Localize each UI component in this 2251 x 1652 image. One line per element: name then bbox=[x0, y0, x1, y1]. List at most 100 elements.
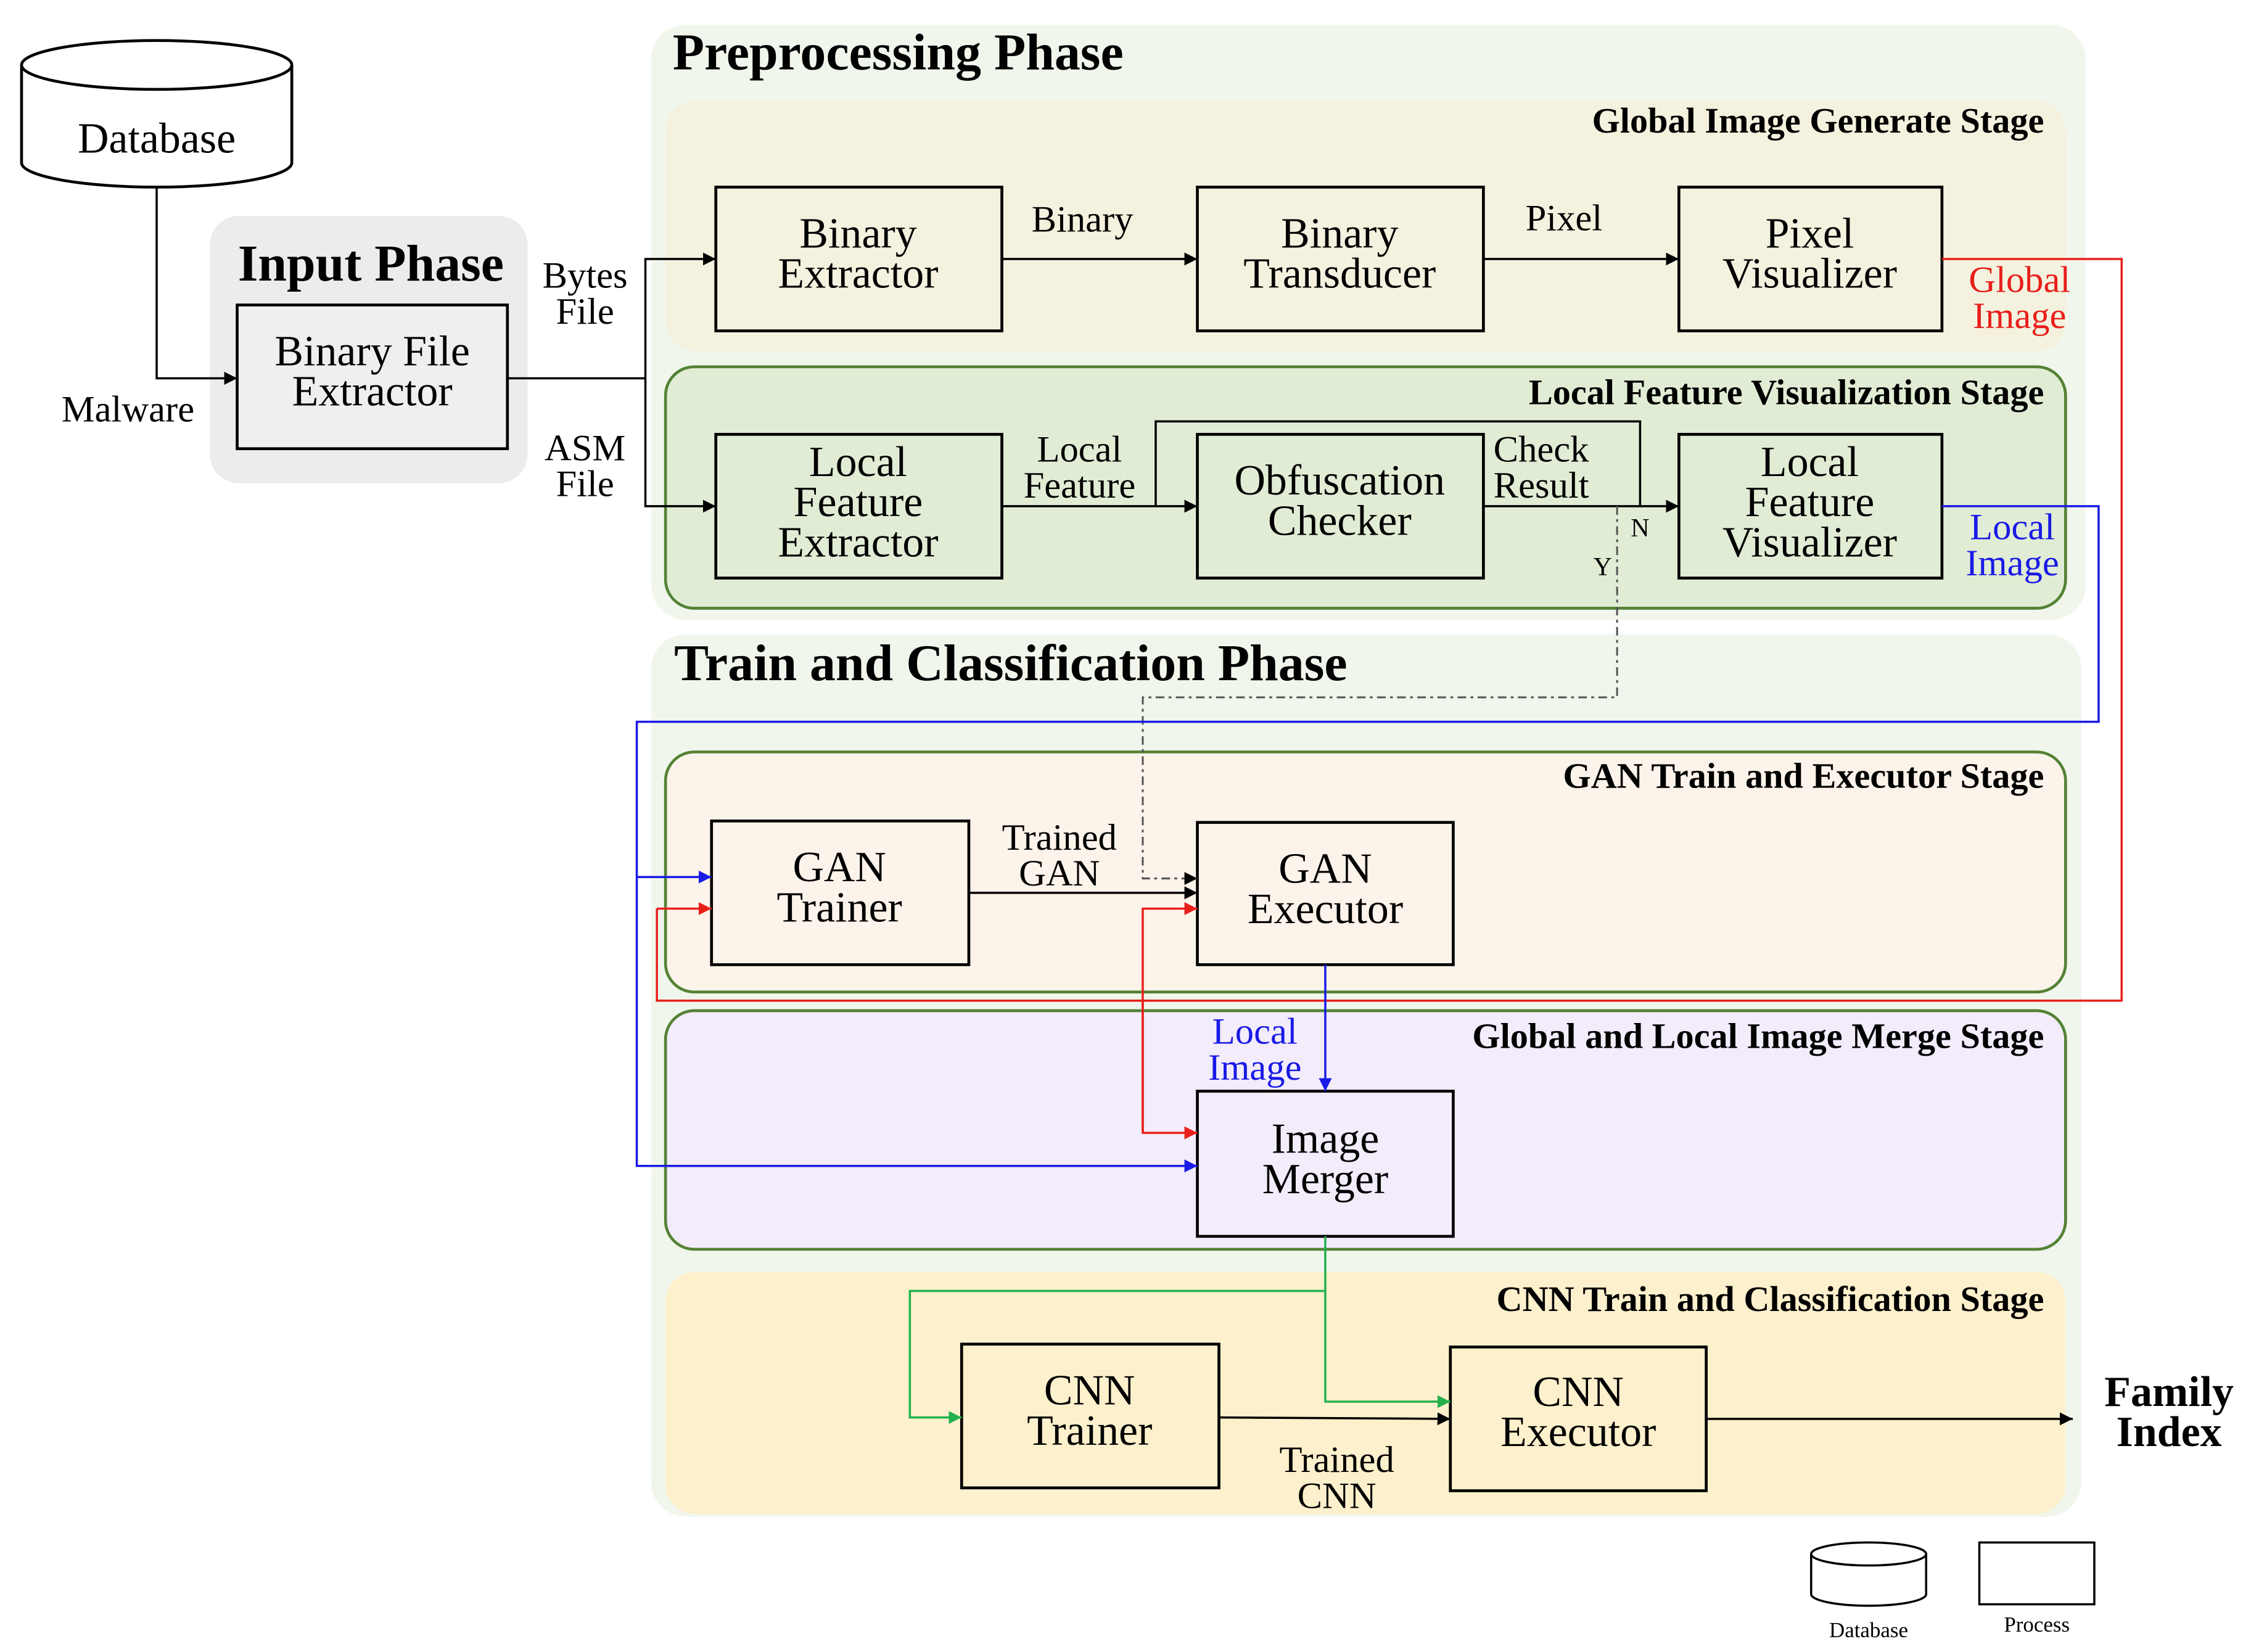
pixel-visualizer-line2: Visualizer bbox=[1722, 250, 1897, 298]
global-image-label-line2: Image bbox=[1973, 295, 2066, 337]
local-image-to-merger-arrow bbox=[635, 877, 1198, 1173]
cnn-trainer-line2: Trainer bbox=[1027, 1407, 1152, 1455]
legend-process-icon bbox=[1978, 1541, 2096, 1606]
cnn-executor-line1: CNN bbox=[1533, 1368, 1624, 1416]
database-cylinder: Database bbox=[20, 39, 294, 189]
cnn-stage-title: CNN Train and Classification Stage bbox=[1497, 1279, 2044, 1319]
trained-cnn-line2: CNN bbox=[1298, 1475, 1377, 1516]
cnn-executor-line2: Executor bbox=[1500, 1408, 1656, 1456]
obfuscation-checker-line1: Obfuscation bbox=[1234, 457, 1445, 504]
merged-image-to-cnn-executor-arrow bbox=[1324, 1291, 1451, 1408]
local-feature-edge-line1: Local bbox=[1037, 429, 1122, 471]
trained-gan-line2: GAN bbox=[1019, 853, 1100, 894]
legend-database-label: Database bbox=[1829, 1618, 1908, 1642]
binary-file-extractor-line2: Extractor bbox=[292, 368, 453, 416]
gan-executor-line1: GAN bbox=[1278, 845, 1372, 893]
merge-stage-title: Global and Local Image Merge Stage bbox=[1472, 1016, 2044, 1056]
bytes-file-line1: Bytes bbox=[543, 255, 628, 297]
binary-file-extractor-line1: Binary File bbox=[274, 327, 470, 375]
local-image-line bbox=[635, 505, 2100, 877]
asm-file-line1: ASM bbox=[545, 427, 625, 469]
check-result-line2: Result bbox=[1494, 465, 1589, 506]
binary-transducer-line2: Transducer bbox=[1243, 250, 1436, 298]
family-index-line2: Index bbox=[2117, 1408, 2222, 1456]
global-image-line bbox=[656, 258, 2123, 1002]
malware-arrow bbox=[155, 187, 237, 385]
image-merger-line1: Image bbox=[1272, 1116, 1380, 1163]
preprocessing-phase-title: Preprocessing Phase bbox=[673, 23, 1124, 81]
bytes-file-line2: File bbox=[556, 291, 614, 332]
binary-extractor-line1: Binary bbox=[799, 210, 916, 257]
obfuscated-yes-arrow bbox=[1142, 506, 1618, 886]
local-feature-visualizer-line1: Local bbox=[1761, 438, 1859, 486]
global-stage-title: Global Image Generate Stage bbox=[1592, 101, 2044, 141]
pixel-visualizer-line1: Pixel bbox=[1766, 210, 1854, 257]
asm-file-arrow bbox=[644, 378, 716, 513]
merge-local-image-line2: Image bbox=[1208, 1047, 1301, 1088]
malware-label: Malware bbox=[62, 388, 194, 430]
binary-transducer-line1: Binary bbox=[1281, 210, 1398, 257]
binary-extractor-line2: Extractor bbox=[778, 250, 938, 298]
database-label: Database bbox=[78, 115, 236, 163]
global-image-label-line1: Global bbox=[1969, 260, 2070, 301]
global-image-to-merger-arrow bbox=[1142, 1000, 1198, 1140]
merge-local-image-line1: Local bbox=[1212, 1011, 1298, 1053]
no-label: N bbox=[1631, 514, 1649, 543]
local-stage-title: Local Feature Visualization Stage bbox=[1529, 372, 2044, 412]
local-feature-extractor-line1: Local bbox=[809, 438, 907, 486]
gan-trainer-line1: GAN bbox=[792, 844, 886, 891]
bytes-file-arrow bbox=[644, 252, 716, 379]
local-feature-bypass-arrow bbox=[1154, 420, 1679, 513]
yes-label: Y bbox=[1594, 553, 1612, 581]
local-feature-visualizer-line2: Feature bbox=[1745, 479, 1875, 526]
local-feature-visualizer-line3: Visualizer bbox=[1722, 519, 1897, 566]
local-image-label-line2: Image bbox=[1965, 543, 2059, 584]
input-phase-title: Input Phase bbox=[238, 235, 504, 292]
gan-trainer-line2: Trainer bbox=[777, 884, 902, 931]
trained-cnn-line1: Trained bbox=[1279, 1439, 1394, 1481]
local-image-label-line1: Local bbox=[1970, 507, 2055, 548]
asm-file-line2: File bbox=[556, 464, 614, 505]
trained-gan-line1: Trained bbox=[1002, 817, 1117, 858]
local-feature-extractor-line3: Extractor bbox=[778, 519, 938, 566]
gan-stage-title: GAN Train and Executor Stage bbox=[1563, 756, 2044, 796]
family-index-line1: Family bbox=[2104, 1368, 2234, 1416]
check-result-line1: Check bbox=[1494, 429, 1590, 471]
legend-process-label: Process bbox=[2004, 1613, 2070, 1637]
cnn-trainer-line1: CNN bbox=[1044, 1367, 1135, 1415]
gan-executor-line2: Executor bbox=[1248, 886, 1403, 933]
trained-cnn-arrow bbox=[1219, 1412, 1451, 1426]
local-feature-extractor-line2: Feature bbox=[794, 479, 923, 526]
